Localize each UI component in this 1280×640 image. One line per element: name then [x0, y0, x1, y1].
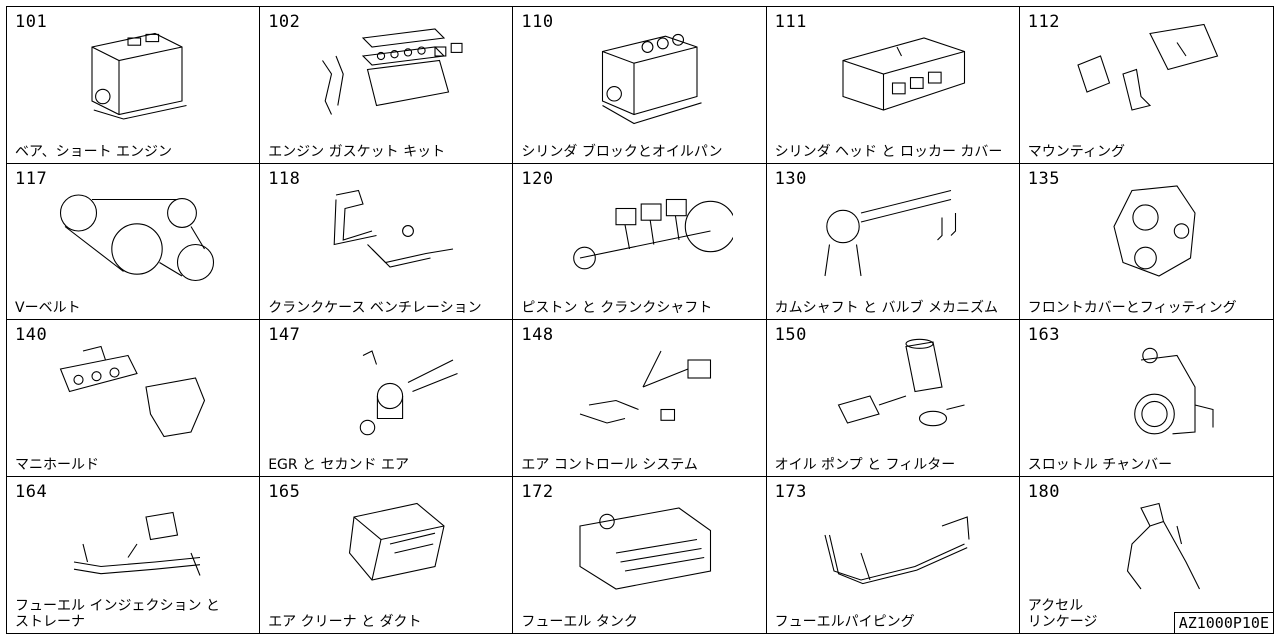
part-group-label: シリンダ ヘッド と ロッカー カバー: [774, 143, 1003, 160]
part-group-101[interactable]: 101 ベア、ショート エンジン: [7, 7, 261, 164]
v-belt-icon: [47, 172, 227, 290]
part-group-163[interactable]: 163 スロットル チャンバー: [1019, 320, 1273, 477]
part-group-code: 165: [268, 481, 301, 502]
camshaft-valve-icon: [807, 172, 987, 290]
part-group-code: 150: [774, 325, 807, 345]
part-group-102[interactable]: 102 エンジン ガスケット キット: [260, 7, 514, 164]
part-group-code: 140: [15, 325, 48, 345]
part-group-label: エンジン ガスケット キット: [268, 143, 446, 160]
part-group-code: 148: [521, 325, 554, 345]
oil-pump-filter-icon: [807, 328, 987, 446]
part-group-180[interactable]: 180 アクセル リンケージ: [1020, 477, 1273, 634]
part-group-code: 163: [1027, 325, 1061, 345]
part-group-110[interactable]: 110 シリンダ ブロックとオイルパン: [513, 7, 767, 164]
part-group-label: マニホールド: [15, 456, 99, 473]
part-group-code: 101: [15, 12, 48, 32]
part-group-code: 110: [521, 12, 554, 32]
part-group-112[interactable]: 112 マウンティング: [1019, 7, 1273, 164]
part-group-code: 120: [521, 168, 554, 189]
fuel-piping-icon: [807, 485, 987, 603]
part-group-label: シリンダ ブロックとオイルパン: [521, 143, 723, 160]
part-group-code: 172: [521, 481, 554, 502]
part-group-164[interactable]: 164 フューエル インジェクション と ストレーナ: [7, 476, 261, 633]
part-group-label: クランクケース ベンチレーション: [268, 300, 482, 316]
part-group-140[interactable]: 140 マニホールド: [7, 320, 261, 477]
part-group-172[interactable]: 172 フューエル タンク: [513, 476, 767, 633]
part-group-label: アクセル リンケージ: [1027, 598, 1098, 630]
part-group-code: 111: [774, 12, 807, 32]
short-engine-icon: [47, 15, 227, 133]
part-group-label: オイル ポンプ と フィルター: [774, 456, 956, 473]
part-group-code: 135: [1027, 168, 1061, 189]
part-group-code: 112: [1027, 12, 1061, 32]
part-group-code: 180: [1027, 481, 1061, 502]
crankcase-ventilation-icon: [300, 172, 480, 290]
parts-index-grid: 101 ベア、ショート エンジン 102 エンジン ガスケット キット 110 シリンダ …: [6, 6, 1274, 634]
fuel-injection-icon: [47, 485, 227, 603]
air-control-icon: [553, 328, 733, 446]
part-group-label: エア クリーナ と ダクト: [268, 614, 422, 630]
mounting-icon: [1060, 15, 1240, 133]
part-group-label: ピストン と クランクシャフト: [521, 300, 713, 316]
throttle-chamber-icon: [1060, 328, 1240, 446]
part-group-label: フューエル タンク: [521, 614, 638, 630]
piston-crankshaft-icon: [553, 172, 737, 290]
part-group-label: フューエル インジェクション と ストレーナ: [15, 598, 220, 630]
air-cleaner-icon: [300, 485, 480, 603]
part-group-label: カムシャフト と バルブ メカニズム: [774, 300, 998, 316]
gasket-kit-icon: [300, 15, 480, 133]
part-group-code: 164: [15, 481, 48, 502]
part-group-code: 117: [15, 168, 48, 189]
part-group-label: スロットル チャンバー: [1027, 456, 1173, 473]
part-group-120[interactable]: 120 ピストン と クランクシャフト: [513, 163, 767, 320]
part-group-148[interactable]: 148 エア コントロール システム: [513, 320, 767, 477]
part-group-135[interactable]: 135 フロントカバーとフィッティング: [1019, 164, 1273, 320]
part-group-code: 173: [774, 481, 807, 502]
fuel-tank-icon: [553, 485, 733, 603]
egr-icon: [300, 328, 480, 446]
front-cover-icon: [1060, 172, 1240, 290]
part-group-label: ベア、ショート エンジン: [15, 143, 173, 160]
part-group-165[interactable]: 165 エア クリーナ と ダクト: [260, 476, 514, 633]
part-group-118[interactable]: 118 クランクケース ベンチレーション: [260, 163, 514, 320]
part-group-code: 147: [268, 325, 301, 345]
manifold-icon: [47, 328, 227, 446]
part-group-label: EGR と セカンド エア: [268, 456, 409, 473]
part-group-130[interactable]: 130 カムシャフト と バルブ メカニズム: [766, 163, 1020, 320]
part-group-label: エア コントロール システム: [521, 456, 698, 473]
part-group-150[interactable]: 150 オイル ポンプ と フィルター: [766, 320, 1020, 477]
part-group-111[interactable]: 111 シリンダ ヘッド と ロッカー カバー: [766, 7, 1020, 164]
part-group-label: マウンティング: [1027, 143, 1125, 160]
part-group-label: フューエルパイピング: [774, 614, 915, 630]
part-group-label: フロントカバーとフィッティング: [1027, 300, 1237, 316]
accel-linkage-icon: [1060, 485, 1240, 603]
part-group-code: 118: [268, 168, 301, 189]
cylinder-block-icon: [553, 15, 733, 133]
reference-code: AZ1000P10E: [1173, 612, 1274, 634]
part-group-code: 130: [774, 168, 807, 189]
part-group-label: Vーベルト: [15, 300, 81, 316]
cylinder-head-icon: [807, 15, 987, 133]
part-group-173[interactable]: 173 フューエルパイピング: [767, 476, 1020, 633]
part-group-code: 102: [268, 12, 301, 32]
